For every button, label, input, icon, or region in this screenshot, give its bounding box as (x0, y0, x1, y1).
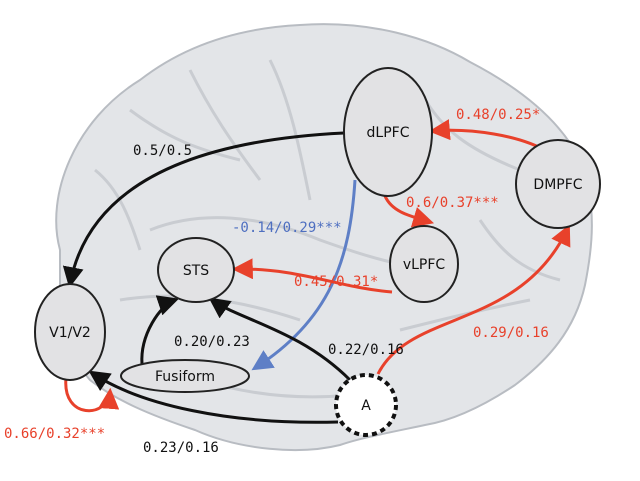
label-a-dmpfc: 0.29/0.16 (473, 325, 549, 341)
node-dmpfc: DMPFC (515, 139, 601, 229)
edge-vlpfc-sts (231, 258, 393, 294)
node-vlpfc: vLPFC (389, 225, 459, 303)
edge-dlpfc-vlpfc (383, 195, 435, 228)
node-a-label: A (361, 398, 371, 414)
label-dlpfc-fusiform: -0.14/0.29*** (232, 220, 342, 236)
edge-fusiform-sts (140, 295, 179, 365)
edge-a-v1v2 (88, 370, 339, 424)
edge-a-dmpfc (376, 224, 571, 375)
node-dlpfc-label: dLPFC (367, 125, 410, 141)
node-dmpfc-label: DMPFC (533, 177, 582, 193)
edge-labels: 0.5/0.5 0.48/0.25* 0.6/0.37*** -0.14/0.2… (4, 107, 549, 456)
label-dlpfc-vlpfc: 0.6/0.37*** (406, 195, 499, 211)
node-sts: STS (157, 237, 235, 303)
node-fusiform: Fusiform (120, 359, 250, 393)
node-v1v2: V1/V2 (34, 283, 106, 381)
node-fusiform-label: Fusiform (155, 369, 215, 385)
label-a-sts: 0.22/0.16 (328, 342, 404, 358)
label-v1v2-self: 0.66/0.32*** (4, 426, 105, 442)
node-sts-label: STS (183, 263, 209, 279)
node-vlpfc-label: vLPFC (403, 257, 446, 273)
node-a: A (334, 373, 398, 437)
edge-dlpfc-fusiform (251, 179, 357, 371)
edge-a-sts (208, 297, 352, 382)
node-dlpfc: dLPFC (343, 67, 433, 197)
label-dmpfc-dlpfc: 0.48/0.25* (456, 107, 540, 123)
label-dlpfc-v1v2: 0.5/0.5 (133, 143, 192, 159)
label-fusiform-sts: 0.20/0.23 (174, 334, 250, 350)
label-a-v1v2: 0.23/0.16 (143, 440, 219, 456)
edge-dlpfc-v1v2 (62, 131, 345, 289)
edge-v1v2-self (64, 377, 120, 413)
nodes: dLPFC DMPFC vLPFC STS V1/V2 Fusiform A (34, 67, 601, 437)
label-vlpfc-sts: 0.45/0.31* (294, 274, 378, 290)
node-v1v2-label: V1/V2 (49, 325, 91, 341)
